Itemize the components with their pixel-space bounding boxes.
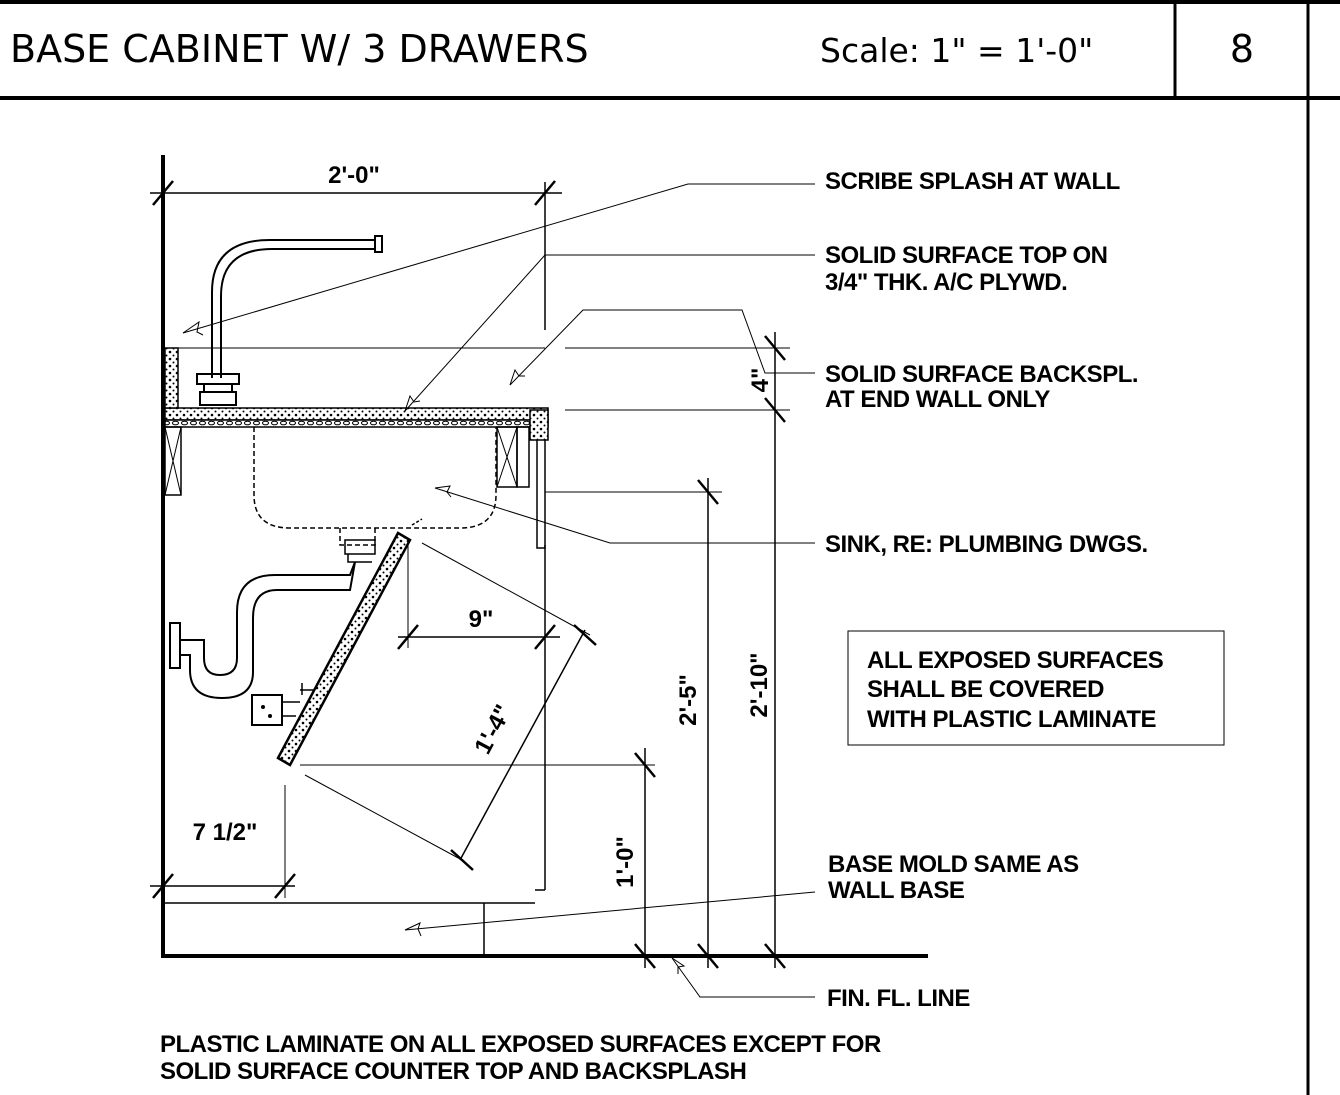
wall-and-floor <box>161 155 928 958</box>
callout-top-line2: 3/4" THK. A/C PLYWD. <box>825 269 1067 296</box>
tilt-drawer-panel <box>251 518 423 767</box>
leader-lines <box>182 183 816 998</box>
drawing-title: BASE CABINET W/ 3 DRAWERS <box>10 27 589 71</box>
callout-scribe: SCRIBE SPLASH AT WALL <box>825 168 1120 195</box>
dim-backsplash-height: 4" <box>747 368 774 393</box>
faucet-icon <box>196 235 383 406</box>
left-ledger <box>164 426 182 496</box>
footer-note-line2: SOLID SURFACE COUNTER TOP AND BACKSPLASH <box>160 1058 746 1085</box>
footer-note: PLASTIC LAMINATE ON ALL EXPOSED SURFACES… <box>160 1031 881 1085</box>
callout-labels: SCRIBE SPLASH AT WALL SOLID SURFACE TOP … <box>825 168 1148 1012</box>
sink-bowl <box>253 427 497 546</box>
dim-drawer-bottom-height: 1'-0" <box>612 836 639 888</box>
cabinet-body <box>163 347 549 954</box>
dim-counter-height: 2'-10" <box>746 652 773 717</box>
callout-backsplash-line2: AT END WALL ONLY <box>825 386 1050 413</box>
dimension-lines: 2'-0" 4" 2'-10" 2'-5" 1'-0" 9" <box>150 162 790 969</box>
note-line3: WITH PLASTIC LAMINATE <box>867 706 1157 733</box>
callout-top-line1: SOLID SURFACE TOP ON <box>825 242 1108 269</box>
dim-sink-height: 2'-5" <box>675 674 702 726</box>
right-ledger <box>496 426 530 488</box>
note-line1: ALL EXPOSED SURFACES <box>867 647 1164 674</box>
drawing-scale: Scale: 1" = 1'-0" <box>820 31 1093 70</box>
callout-sink: SINK, RE: PLUMBING DWGS. <box>825 531 1148 558</box>
dim-toe-offset: 7 1/2" <box>193 819 258 846</box>
dim-width-top: 2'-0" <box>328 162 380 189</box>
dim-drawer-offset: 9" <box>469 606 494 633</box>
callout-floor-line: FIN. FL. LINE <box>827 985 970 1012</box>
callout-base-mold-line2: WALL BASE <box>828 877 965 904</box>
callout-base-mold-line1: BASE MOLD SAME AS <box>828 851 1079 878</box>
callout-backsplash-line1: SOLID SURFACE BACKSPL. <box>825 361 1138 388</box>
dim-drawer-length: 1'-4" <box>469 700 517 758</box>
note-box: ALL EXPOSED SURFACES SHALL BE COVERED WI… <box>847 630 1225 746</box>
footer-note-line1: PLASTIC LAMINATE ON ALL EXPOSED SURFACES… <box>160 1031 881 1058</box>
note-line2: SHALL BE COVERED <box>867 676 1104 703</box>
p-trap-icon <box>169 539 376 700</box>
sheet-number: 8 <box>1230 27 1254 71</box>
